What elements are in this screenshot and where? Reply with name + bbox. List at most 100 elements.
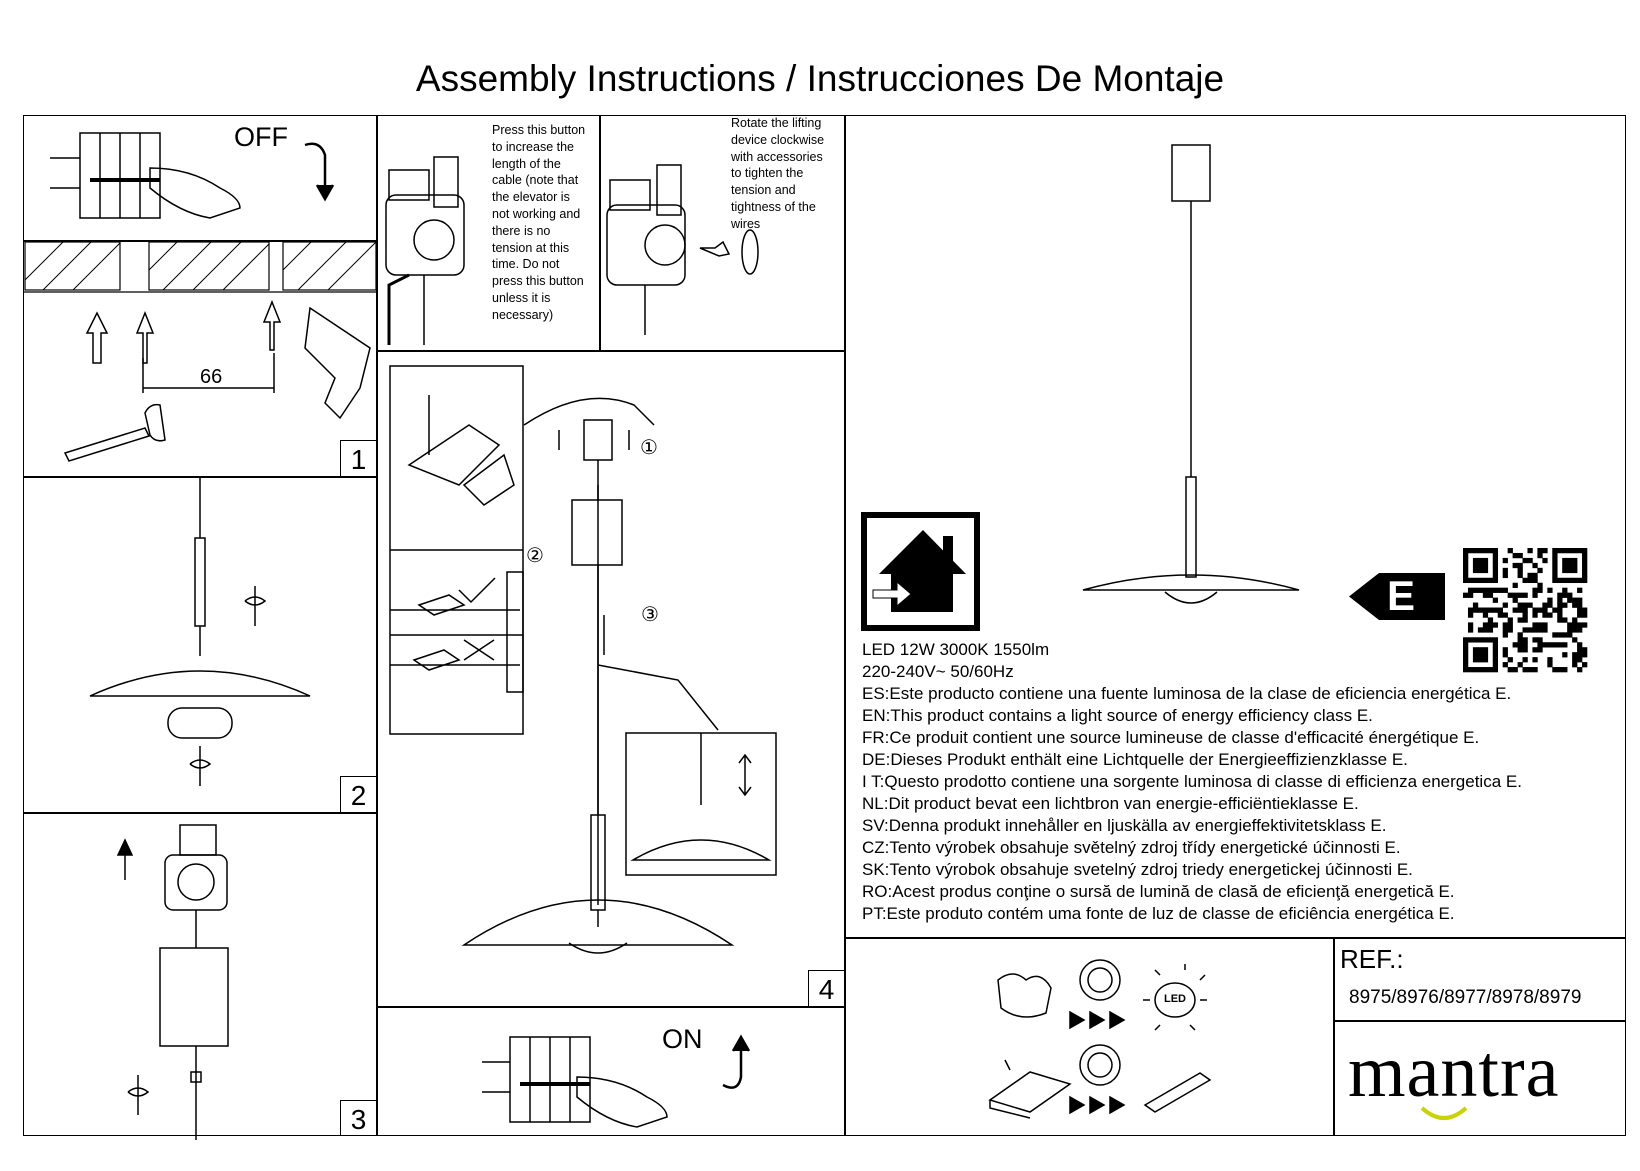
qr-module <box>1463 662 1469 668</box>
qr-module <box>1467 592 1474 598</box>
qr-module <box>1577 622 1583 628</box>
qr-module <box>1482 567 1489 574</box>
qr-module <box>1567 577 1573 584</box>
qr-module <box>1487 592 1494 598</box>
qr-module <box>1527 667 1533 673</box>
qr-module <box>1482 607 1489 613</box>
qr-module <box>1557 617 1563 623</box>
circled-2: ② <box>526 545 544 567</box>
qr-module <box>1582 607 1588 613</box>
spec-voltage: 220-240V~ 50/60Hz <box>862 662 1014 681</box>
energy-class-label <box>1349 573 1445 620</box>
energy-statement: RO:Acest produs conţine o sursă de lumin… <box>862 882 1455 901</box>
qr-module <box>1492 577 1499 584</box>
qr-module <box>1517 567 1523 574</box>
qr-module <box>1482 557 1489 564</box>
qr-module <box>1482 667 1489 673</box>
instruction-frame <box>23 115 1626 1136</box>
qr-module <box>1542 548 1548 554</box>
qr-module <box>1572 637 1578 643</box>
qr-module <box>1542 557 1548 564</box>
qr-module <box>1537 587 1543 593</box>
qr-module <box>1463 577 1469 584</box>
qr-module <box>1467 612 1474 618</box>
qr-module <box>1577 627 1583 633</box>
qr-module <box>1572 627 1578 633</box>
qr-module <box>1502 652 1508 658</box>
qr-module <box>1467 637 1474 643</box>
rotate-device-illustration <box>606 164 759 335</box>
qr-code[interactable] <box>1463 548 1588 673</box>
qr-module <box>1572 652 1578 658</box>
qr-module <box>1547 642 1553 648</box>
qr-module <box>1522 637 1528 643</box>
qr-module <box>1472 637 1479 643</box>
qr-module <box>1522 612 1528 618</box>
qr-module <box>1477 557 1484 564</box>
qr-module <box>1477 567 1484 574</box>
qr-module <box>1532 587 1538 593</box>
distance-label: 66 <box>200 366 223 388</box>
qr-module <box>1482 627 1489 633</box>
qr-module <box>1567 548 1573 554</box>
qr-module <box>1542 642 1548 648</box>
qr-module <box>1582 552 1588 559</box>
qr-module <box>1477 652 1484 658</box>
qr-module <box>1532 637 1538 643</box>
qr-module <box>1482 637 1489 643</box>
qr-module <box>1492 607 1499 613</box>
qr-module <box>1522 592 1528 598</box>
divider <box>1333 1020 1626 1022</box>
energy-statement: I T:Questo prodotto contiene una sorgent… <box>862 772 1522 791</box>
qr-module <box>1532 647 1538 653</box>
qr-module <box>1517 632 1523 638</box>
qr-module <box>1552 548 1558 554</box>
qr-module <box>1492 572 1499 579</box>
qr-module <box>1527 572 1533 579</box>
qr-module <box>1527 627 1533 633</box>
qr-module <box>1463 642 1469 648</box>
qr-module <box>1557 577 1563 584</box>
qr-module <box>1577 587 1583 593</box>
qr-module <box>1527 557 1533 564</box>
qr-module <box>1552 552 1558 559</box>
qr-module <box>1502 627 1508 633</box>
qr-module <box>1472 577 1479 584</box>
qr-module <box>1547 662 1553 668</box>
divider <box>376 350 844 352</box>
qr-module <box>1512 562 1518 569</box>
qr-module <box>1502 662 1508 668</box>
qr-module <box>1527 548 1533 554</box>
qr-module <box>1463 657 1469 663</box>
qr-module <box>1482 657 1489 663</box>
qr-module <box>1507 548 1513 554</box>
pendant-shade-illustration <box>89 476 311 786</box>
divider <box>844 115 846 1136</box>
qr-module <box>1507 617 1513 623</box>
energy-statement: NL:Dit product bevat een lichtbron van e… <box>862 794 1359 813</box>
qr-module <box>1492 652 1499 658</box>
qr-module <box>1472 647 1479 653</box>
energy-statement: SV:Denna produkt innehåller en ljuskälla… <box>862 816 1387 835</box>
qr-module <box>1463 667 1469 673</box>
qr-module <box>1567 627 1573 633</box>
qr-module <box>1557 592 1563 598</box>
qr-module <box>1467 622 1474 628</box>
divider <box>376 1006 844 1008</box>
qr-module <box>1472 567 1479 574</box>
qr-module <box>1582 662 1588 668</box>
qr-module <box>1572 557 1578 564</box>
qr-module <box>1547 602 1553 608</box>
qr-module <box>1472 557 1479 564</box>
qr-module <box>1562 577 1568 584</box>
qr-module <box>1542 607 1548 613</box>
qr-module <box>1482 577 1489 584</box>
qr-module <box>1537 622 1543 628</box>
qr-module <box>1552 667 1558 673</box>
qr-module <box>1562 548 1568 554</box>
qr-module <box>1492 597 1499 603</box>
qr-module <box>1567 597 1573 603</box>
qr-module <box>1492 567 1499 574</box>
qr-module <box>1492 657 1499 663</box>
